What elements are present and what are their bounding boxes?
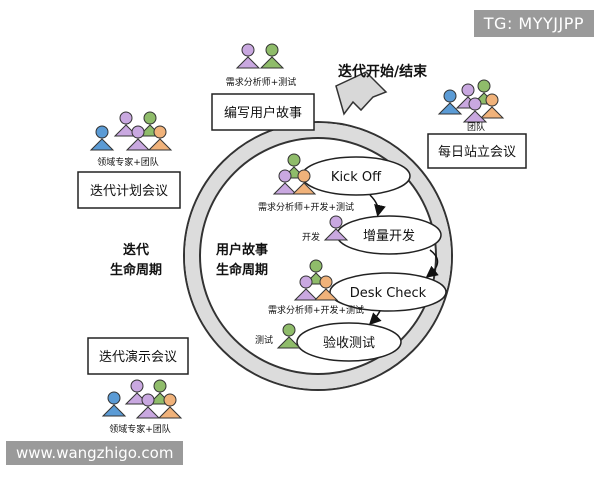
person-orange xyxy=(147,125,173,151)
person-purple xyxy=(293,275,319,301)
role-daily-standup: 团队 xyxy=(467,121,485,133)
person-blue xyxy=(101,391,127,417)
story-lifecycle-label-line1: 用户故事 xyxy=(215,242,268,258)
box-iteration-planning-label: 迭代计划会议 xyxy=(90,184,168,199)
story-lifecycle-label-line2: 生命周期 xyxy=(216,262,268,278)
person-green xyxy=(276,323,302,349)
person-blue xyxy=(89,125,115,151)
box-daily-standup: 每日站立会议 xyxy=(427,133,527,169)
step-desk-check: Desk Check xyxy=(329,272,447,312)
box-write-user-story-label: 编写用户故事 xyxy=(224,105,302,121)
people-group-acceptance xyxy=(276,323,302,349)
person-blue xyxy=(437,89,463,115)
step-incremental-dev: 增量开发 xyxy=(336,215,442,255)
box-iteration-demo: 迭代演示会议 xyxy=(87,337,189,375)
person-purple xyxy=(135,393,161,419)
role-demo: 领域专家+团队 xyxy=(109,423,171,435)
person-orange xyxy=(157,393,183,419)
people-group-planning xyxy=(89,111,173,151)
person-purple xyxy=(235,43,261,69)
person-purple xyxy=(113,111,139,137)
step-acceptance-test: 验收测试 xyxy=(296,322,402,362)
step-acceptance-test-label: 验收测试 xyxy=(323,335,375,351)
person-orange xyxy=(313,275,339,301)
people-group-kickoff xyxy=(272,153,317,195)
role-planning: 领域专家+团队 xyxy=(97,156,159,168)
box-daily-standup-label: 每日站立会议 xyxy=(438,144,516,160)
person-purple xyxy=(462,97,488,123)
person-green xyxy=(259,43,285,69)
iteration-lifecycle-label-line1: 迭代 xyxy=(123,242,149,258)
people-group-desk-check xyxy=(293,259,339,301)
people-group-write-story xyxy=(235,43,285,69)
iteration-cycle-ring xyxy=(183,121,453,391)
people-group-demo xyxy=(101,379,183,419)
role-develop: 开发 xyxy=(302,231,320,243)
watermark-url: www.wangzhigo.com xyxy=(6,441,184,465)
watermark-tg: TG: MYYJJPP xyxy=(473,10,594,37)
step-kickoff-label: Kick Off xyxy=(331,170,382,185)
iteration-lifecycle-label-line2: 生命周期 xyxy=(110,262,162,278)
person-purple xyxy=(125,125,151,151)
role-kickoff: 需求分析师+开发+测试 xyxy=(258,201,354,213)
person-orange xyxy=(291,169,317,195)
box-iteration-planning: 迭代计划会议 xyxy=(77,171,181,209)
role-write-story: 需求分析师+测试 xyxy=(226,76,297,88)
person-purple xyxy=(323,215,349,241)
iteration-start-arrow xyxy=(335,71,388,116)
arrow-deskcheck-to-acceptance xyxy=(368,310,382,326)
arrow-kickoff-to-dev xyxy=(369,194,386,217)
box-write-user-story: 编写用户故事 xyxy=(211,93,315,131)
people-group-develop xyxy=(323,215,349,241)
role-desk-check: 需求分析师+开发+测试 xyxy=(268,304,364,316)
step-kickoff: Kick Off xyxy=(301,156,411,196)
role-acceptance: 测试 xyxy=(255,334,273,346)
iteration-cycle-ring-fill xyxy=(185,123,451,389)
iteration-start-end-label: 迭代开始/结束 xyxy=(338,63,428,80)
people-group-daily-standup xyxy=(437,79,505,123)
person-purple xyxy=(272,169,298,195)
arrow-dev-to-deskcheck xyxy=(425,249,439,278)
person-orange xyxy=(479,93,505,119)
box-iteration-demo-label: 迭代演示会议 xyxy=(99,349,177,365)
step-desk-check-label: Desk Check xyxy=(350,286,427,301)
step-incremental-dev-label: 增量开发 xyxy=(363,228,415,244)
